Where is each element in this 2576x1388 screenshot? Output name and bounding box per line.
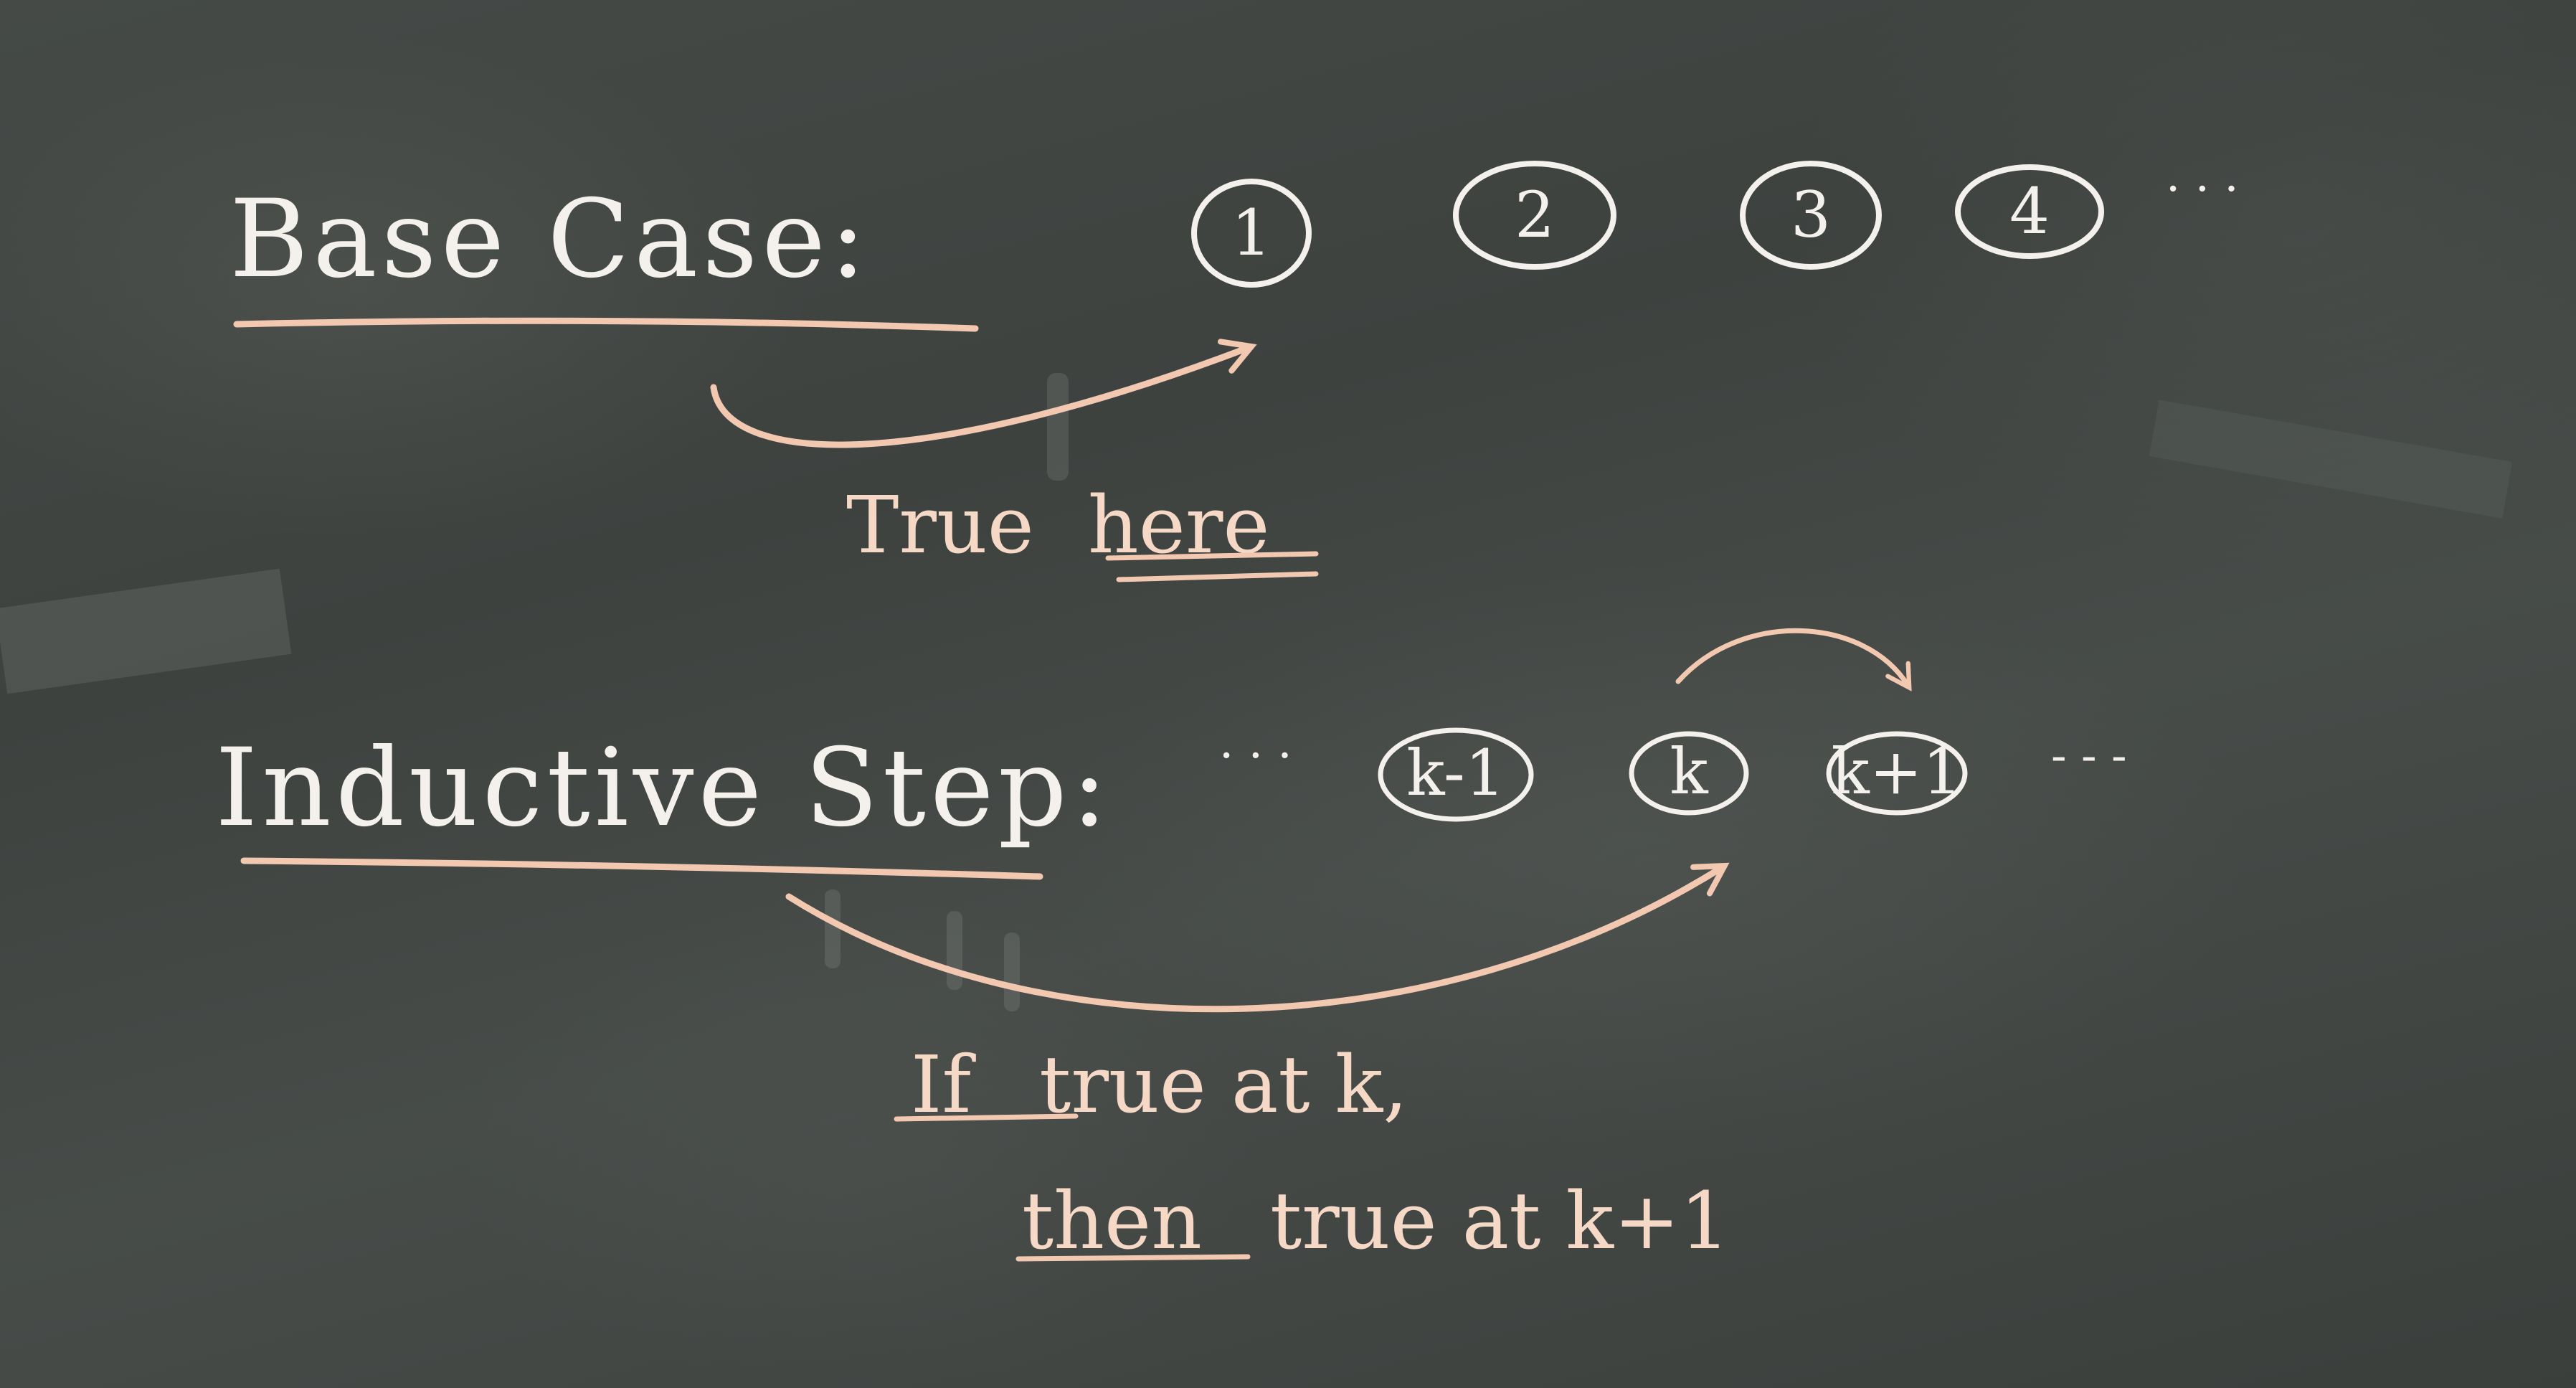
- inductive-leading-dots: · · ·: [1219, 730, 1292, 783]
- inductive-bottom-arrow: [785, 862, 1730, 1013]
- base-case-section: Base Case: 1 2 3 4 · · · True here: [229, 161, 2239, 582]
- inductive-node-k-minus-1: k-1: [1378, 727, 1534, 822]
- base-case-node-2: 2: [1453, 161, 1616, 270]
- inductive-step-heading: Inductive Step:: [215, 726, 1112, 851]
- node-label: 1: [1231, 196, 1272, 270]
- if-underline: [894, 1113, 1079, 1122]
- annotation-underline-1: [1105, 551, 1319, 561]
- base-case-trailing-dots: · · ·: [2166, 163, 2239, 216]
- base-case-node-3: 3: [1740, 161, 1882, 270]
- node-label: 4: [2009, 174, 2050, 248]
- inductive-step-section: Inductive Step: · · · k-1 k k+1 - - - If…: [215, 628, 2127, 1267]
- inductive-node-k: k: [1629, 731, 1749, 816]
- line2-emphasis: then: [1022, 1175, 1202, 1267]
- inductive-step-underline: [240, 857, 1043, 880]
- annotation-underline-2: [1116, 571, 1319, 582]
- node-label: 2: [1515, 178, 1555, 252]
- line2-rest: true at k+1: [1270, 1175, 1730, 1267]
- base-case-node-1: 1: [1191, 179, 1312, 288]
- node-label: k+1: [1831, 735, 1962, 808]
- base-case-heading: Base Case:: [229, 177, 871, 302]
- chalk-smudges: [0, 373, 2513, 1011]
- inductive-line-2: then true at k+1: [1022, 1175, 1730, 1267]
- base-case-node-4: 4: [1955, 164, 2104, 259]
- node-label: k-1: [1406, 736, 1505, 810]
- line1-rest: true at k,: [1039, 1039, 1408, 1130]
- node-label: 3: [1791, 178, 1831, 252]
- annotation-prefix: True: [846, 479, 1034, 571]
- inductive-node-k-plus-1: k+1: [1826, 731, 1968, 816]
- then-underline: [1015, 1254, 1251, 1262]
- inductive-trailing-dots: - - -: [2051, 730, 2127, 783]
- inductive-line-1: If true at k,: [911, 1039, 1408, 1130]
- line1-emphasis: If: [911, 1039, 976, 1130]
- inductive-top-arrow: [1675, 628, 1912, 691]
- base-case-underline: [233, 317, 979, 332]
- node-label: k: [1670, 735, 1708, 808]
- base-case-arrow: [710, 339, 1257, 448]
